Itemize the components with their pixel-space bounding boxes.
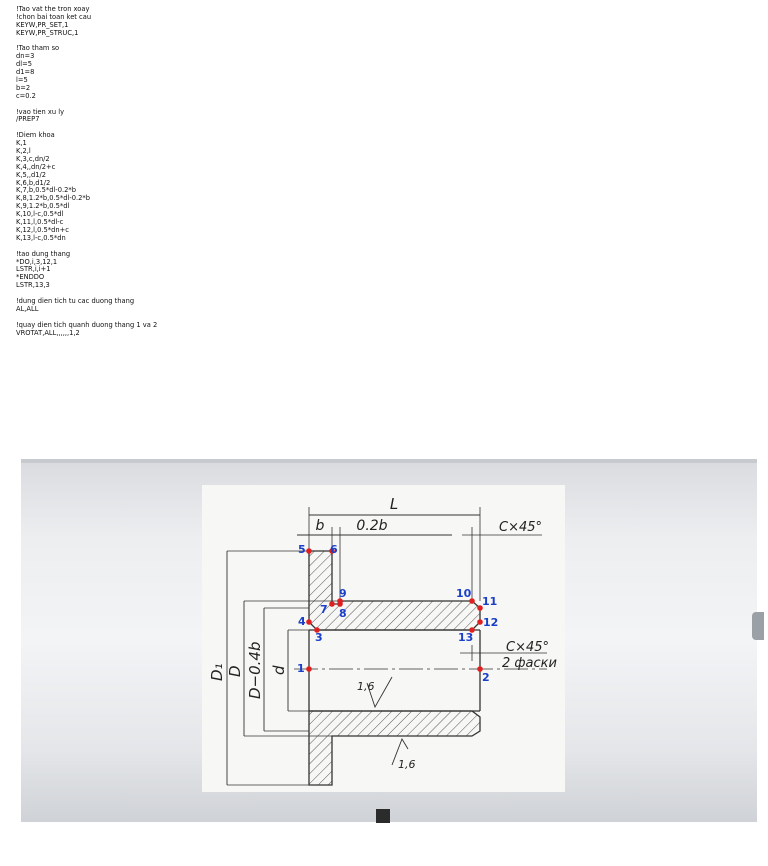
- code-line: K,11,l,0.5*dl-c: [16, 218, 64, 227]
- code-line: !Tao vat the tron xoay: [16, 5, 90, 13]
- code-line: K,6,b,d1/2: [16, 178, 51, 187]
- code-line: *DO,i,3,12,1: [16, 257, 58, 266]
- code-line: KEYW,PR_STRUC,1: [16, 28, 79, 37]
- keypoint-6: [329, 548, 335, 554]
- code-line: K,2,l: [16, 147, 31, 156]
- keypoint-5: [306, 548, 312, 554]
- keypoint-2: [477, 666, 483, 672]
- technical-drawing: L b 0.2b C×45° C×45° 2 фаски D₁ D D−0.4b…: [202, 485, 565, 792]
- code-line: d1=8: [16, 68, 35, 77]
- label-b: b: [316, 518, 325, 534]
- code-line: !dung dien tich tu cac duong thang: [16, 296, 135, 305]
- code-line: K,8,1.2*b,0.5*dl-0.2*b: [16, 194, 90, 203]
- code-line: K,12,l,0.5*dn+c: [16, 225, 69, 234]
- keypoint-11: [477, 605, 483, 611]
- code-line: K,1: [16, 139, 27, 148]
- point-label-2: 2: [482, 671, 490, 684]
- point-label-4: 4: [298, 615, 306, 628]
- chamfer-right-label: C×45°: [506, 640, 549, 655]
- keypoint-10: [469, 598, 475, 604]
- label-02b: 0.2b: [356, 518, 387, 534]
- code-line: K,3,c,dn/2: [16, 154, 50, 163]
- roughness-2: 1,6: [398, 758, 416, 771]
- code-line: VROTAT,ALL,,,,,,1,2: [16, 328, 80, 337]
- code-listing: !Tao vat the tron xoay!chon bai toan ket…: [16, 5, 158, 337]
- code-line: LSTR,i,i+1: [16, 265, 51, 274]
- point-label-9: 9: [339, 587, 347, 600]
- code-line: K,7,b,0.5*dl-0.2*b: [16, 186, 76, 195]
- chamfer-top-label: C×45°: [499, 520, 542, 535]
- code-line: *ENDDO: [16, 273, 45, 282]
- code-line: K,9,1.2*b,0.5*dl: [16, 202, 70, 211]
- keypoint-9: [337, 598, 343, 604]
- label-D-04b: D−0.4b: [246, 642, 264, 700]
- roughness-1: 1,6: [357, 680, 375, 693]
- label-d: d: [270, 665, 288, 675]
- point-label-10: 10: [456, 587, 472, 600]
- code-line: dn=3: [16, 52, 35, 61]
- keypoint-labels: 1 2 3 4 5 6 7 8 9 10 11 12 13: [297, 543, 498, 684]
- upper-section: [308, 550, 481, 631]
- code-line: K,13,l-c,0.5*dn: [16, 233, 66, 242]
- lower-section: [308, 710, 481, 786]
- code-line: !vao tien xu ly: [16, 107, 65, 116]
- code-line: !quay dien tich quanh duong thang 1 va 2: [16, 320, 158, 329]
- code-line: AL,ALL: [16, 304, 39, 313]
- label-D1: D₁: [208, 663, 226, 681]
- point-label-5: 5: [298, 543, 306, 556]
- viewer-scroll-handle[interactable]: [752, 612, 764, 640]
- code-line: K,10,l-c,0.5*dl: [16, 210, 64, 219]
- code-line: LSTR,13,3: [16, 281, 50, 290]
- code-line: /PREP7: [16, 115, 40, 124]
- keypoints: [306, 548, 483, 672]
- code-line: dl=5: [16, 60, 32, 69]
- point-label-11: 11: [482, 595, 497, 608]
- point-label-8: 8: [339, 607, 347, 620]
- code-line: KEYW,PR_SET,1: [16, 20, 69, 29]
- point-label-3: 3: [315, 631, 323, 644]
- code-line: K,5,,d1/2: [16, 170, 47, 179]
- point-label-6: 6: [330, 543, 338, 556]
- viewer-nav-marker[interactable]: [376, 809, 390, 823]
- code-line: l=5: [16, 76, 28, 85]
- keypoint-13: [469, 627, 475, 633]
- point-label-7: 7: [320, 603, 328, 616]
- code-line: c=0.2: [16, 91, 36, 100]
- point-label-13: 13: [458, 631, 473, 644]
- point-label-12: 12: [483, 616, 498, 629]
- code-line: !chon bai toan ket cau: [16, 12, 92, 21]
- drawing-svg: L b 0.2b C×45° C×45° 2 фаски D₁ D D−0.4b…: [208, 495, 557, 786]
- keypoint-3: [314, 627, 320, 633]
- keypoint-7: [329, 601, 335, 607]
- code-line: !Diem khoa: [16, 131, 55, 140]
- keypoint-1: [306, 666, 312, 672]
- point-label-1: 1: [297, 662, 305, 675]
- viewer-top-edge: [21, 459, 757, 463]
- code-line: !tao dung thang: [16, 249, 71, 258]
- label-D: D: [226, 665, 244, 677]
- chamfer-note: 2 фаски: [502, 656, 557, 671]
- keypoint-4: [306, 619, 312, 625]
- keypoint-12: [477, 619, 483, 625]
- label-L: L: [390, 495, 398, 513]
- code-line: !Tao tham so: [16, 44, 60, 53]
- code-line: b=2: [16, 83, 31, 92]
- code-line: K,4,,dn/2+c: [16, 162, 56, 171]
